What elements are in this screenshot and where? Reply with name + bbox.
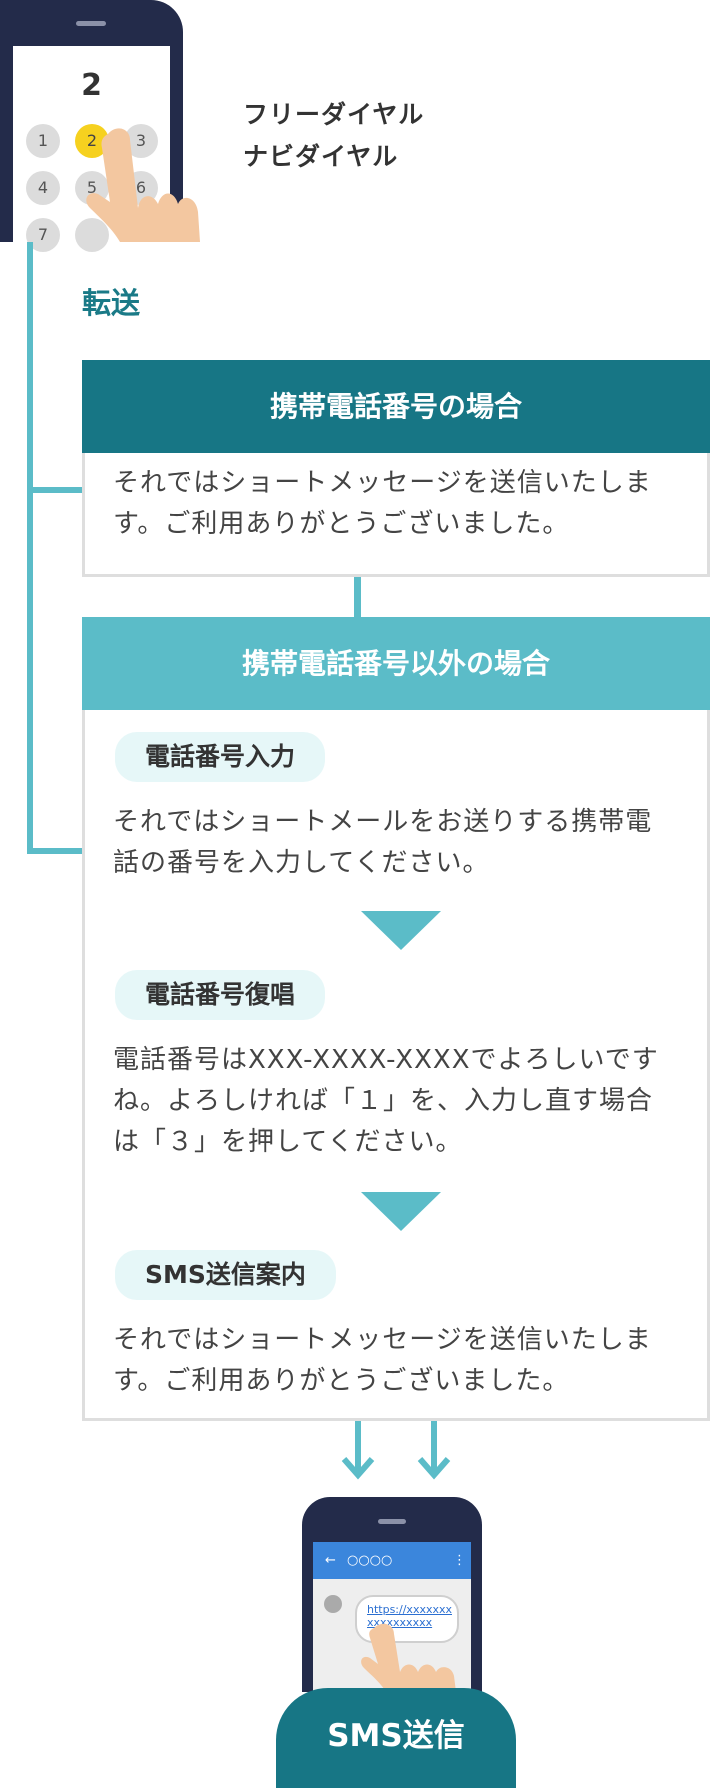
sms-contact-name: ○○○○ [347,1542,392,1579]
transfer-label: 転送 [82,280,140,322]
step-message-phone-repeat: 電話番号はXXX-XXXX-XXXXでよろしいです ね。よろしければ「１」を、入… [113,1040,659,1163]
message-line: す。ご利用ありがとうございました。 [113,1361,652,1402]
step-message-phone-input: それではショートメールをお送りする携帯電 話の番号を入力してください。 [113,802,652,884]
sms-header-bar: ← ○○○○ ⋮ [313,1542,471,1579]
sms-link-text[interactable]: https://xxxxxxx [367,1603,457,1616]
step-label-phone-input: 電話番号入力 [115,732,325,782]
step-label-sms-guide: SMS送信案内 [115,1250,336,1300]
message-line: ね。よろしければ「１」を、入力し直す場合 [113,1081,659,1122]
dialed-digit: 2 [13,68,170,103]
message-line: 電話番号はXXX-XXXX-XXXXでよろしいです [113,1040,659,1081]
flow-line [27,242,33,854]
message-line: それではショートメールをお送りする携帯電 [113,802,652,843]
down-arrows-icon [336,1421,456,1481]
non-mobile-case-box: 携帯電話番号以外の場合 電話番号入力 それではショートメールをお送りする携帯電 … [82,617,710,1421]
non-mobile-case-title: 携帯電話番号以外の場合 [82,617,710,710]
mobile-case-box: 携帯電話番号の場合 それではショートメッセージを送信いたしま す。ご利用ありがと… [82,360,710,577]
message-line: す。ご利用ありがとうございました。 [113,504,707,545]
phone-speaker [378,1519,406,1524]
phone-speaker [76,21,106,26]
avatar-icon [324,1595,342,1613]
mobile-case-message: それではショートメッセージを送信いたしま す。ご利用ありがとうございました。 [85,453,707,545]
dial-label-navidial: ナビダイヤル [243,137,398,173]
dial-key-4[interactable]: 4 [26,171,60,205]
message-line: それではショートメッセージを送信いたしま [113,463,707,504]
dial-key-1[interactable]: 1 [26,124,60,158]
dial-label-freedial: フリーダイヤル [243,95,424,131]
message-line: は「３」を押してください。 [113,1122,659,1163]
message-line: 話の番号を入力してください。 [113,843,652,884]
menu-dots-icon[interactable]: ⋮ [453,1542,466,1579]
box-connector [354,577,361,619]
step-message-sms-guide: それではショートメッセージを送信いたしま す。ご利用ありがとうございました。 [113,1320,652,1402]
sms-send-button[interactable]: SMS送信 [276,1688,516,1788]
mobile-case-title: 携帯電話番号の場合 [82,360,710,453]
down-triangle-icon [361,911,441,950]
tapping-hand-icon [358,1620,488,1692]
back-arrow-icon[interactable]: ← [325,1542,336,1579]
step-label-phone-repeat: 電話番号復唱 [115,970,325,1020]
down-triangle-icon [361,1192,441,1231]
tapping-hand-icon [80,120,220,242]
message-line: それではショートメッセージを送信いたしま [113,1320,652,1361]
